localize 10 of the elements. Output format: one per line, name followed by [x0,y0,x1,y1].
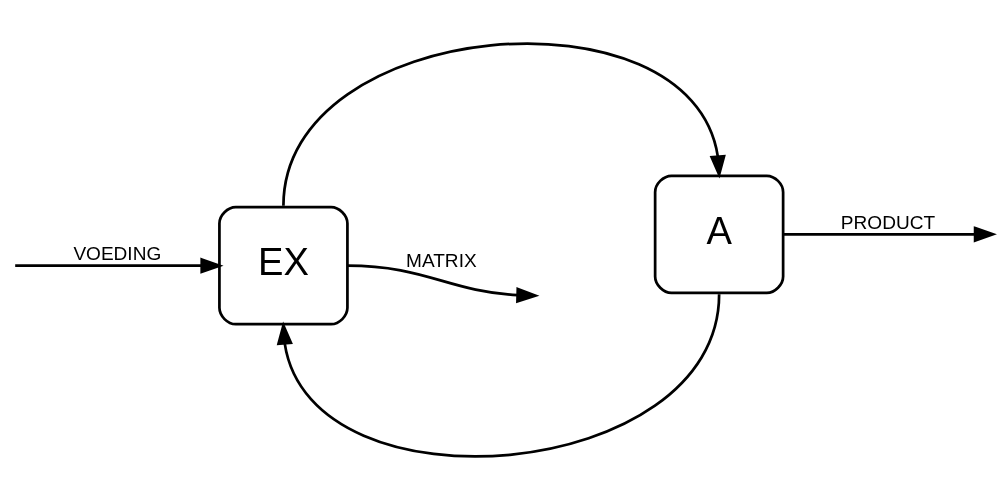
edge-label: MATRIX [406,249,477,271]
arrow [347,263,540,303]
node-box: EX [218,205,349,326]
arrow [15,257,224,274]
node-box: A [653,173,785,294]
edge-label: VOEDING [73,242,162,264]
arrow [282,42,726,206]
arrow [783,225,997,242]
arrow [276,293,721,457]
edge-label: PRODUCT [840,211,936,233]
